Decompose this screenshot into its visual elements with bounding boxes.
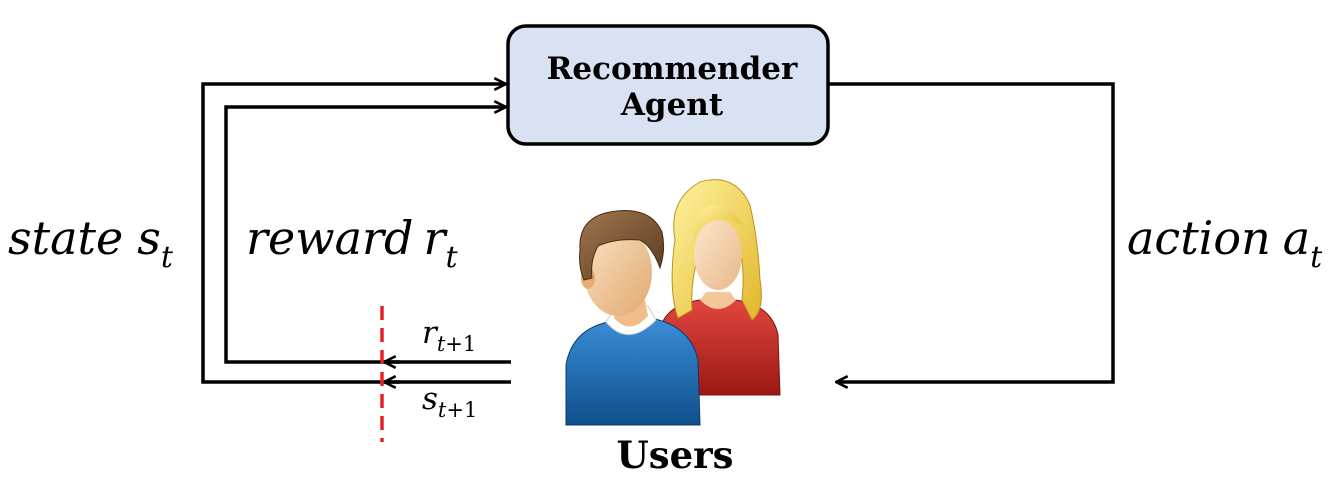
next-reward-label: rt+1: [422, 315, 476, 356]
state-feedback-arrow: [201, 84, 511, 384]
users-icon: [565, 179, 781, 426]
users-label: Users: [617, 433, 734, 477]
agent-label-line2: Agent: [620, 87, 724, 123]
recommender-agent-node: Recommender Agent: [506, 24, 830, 146]
reward-feedback-arrow: [224, 107, 511, 364]
agent-label-line1: Recommender: [547, 51, 798, 87]
action-arrow: [828, 82, 1115, 382]
next-state-label: st+1: [422, 381, 477, 422]
man-figure: [565, 210, 701, 426]
